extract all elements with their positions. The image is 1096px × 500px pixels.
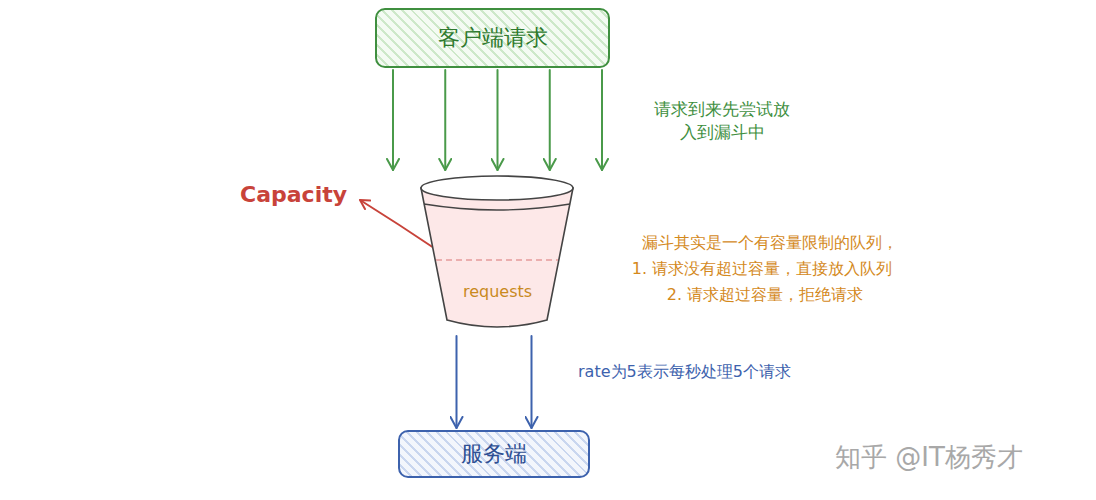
flow-arrow: [549, 70, 551, 170]
bucket-outline: [385, 172, 610, 334]
funnel-bucket: requests: [385, 172, 610, 334]
note-text: 请求到来先尝试放 入到漏斗中: [652, 98, 792, 144]
capacity-line: [436, 259, 558, 261]
capacity-label: Capacity: [240, 182, 347, 207]
node-text: requests: [385, 282, 610, 301]
flow-arrow: [444, 70, 446, 170]
node-text: 服务端: [461, 439, 527, 469]
flow-arrow: [392, 70, 394, 170]
note-text: 1. 请求没有超过容量，直接放入队列: [632, 259, 892, 280]
flow-arrow: [531, 336, 533, 428]
flow-arrow: [601, 70, 603, 170]
note-text: 2. 请求超过容量，拒绝请求: [667, 285, 863, 306]
bucket-body: [421, 188, 573, 327]
server-box: 服务端: [398, 430, 590, 478]
bucket-lip: [424, 204, 570, 210]
bucket-rim: [421, 176, 573, 200]
rate-note: rate为5表示每秒处理5个请求: [578, 362, 791, 383]
client-box: 客户端请求: [375, 8, 610, 68]
note-text: 漏斗其实是一个有容量限制的队列，: [642, 233, 898, 254]
flow-arrow: [497, 70, 499, 170]
watermark: 知乎 @IT杨秀才: [835, 440, 1023, 475]
node-text: 客户端请求: [438, 23, 548, 53]
flow-arrow: [456, 336, 458, 428]
